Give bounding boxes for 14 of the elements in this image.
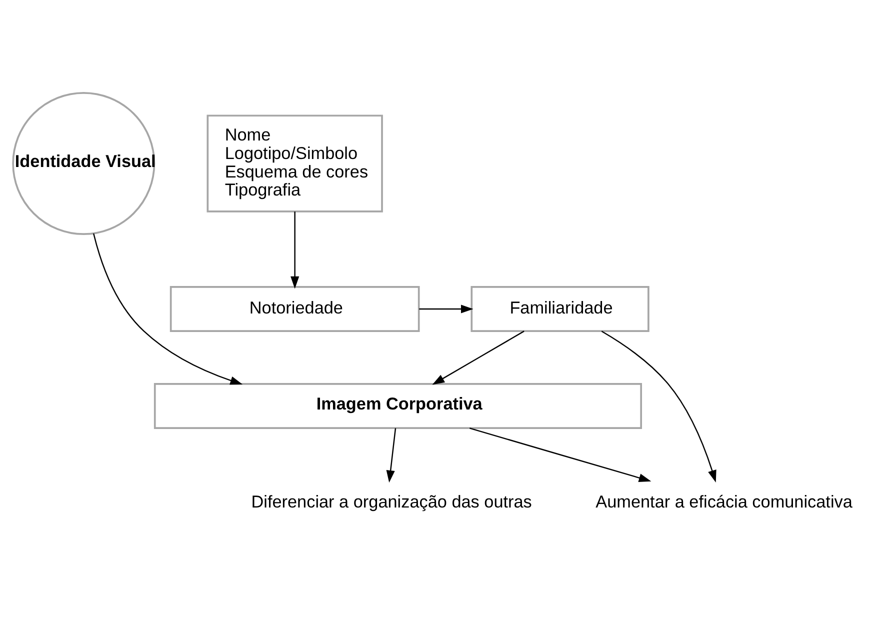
node-box: Nome Logotipo/Simbolo Esquema de cores Tipografia bbox=[206, 114, 383, 212]
arrow bbox=[469, 428, 652, 482]
node-box: Familiaridade bbox=[470, 286, 650, 332]
node-circle: Identidade Visual bbox=[12, 92, 156, 236]
node-text: Aumentar a eficácia comunicativa bbox=[596, 492, 852, 512]
arrow bbox=[601, 330, 716, 482]
arrow bbox=[386, 428, 396, 483]
node-box: Notoriedade bbox=[170, 286, 420, 332]
arrow bbox=[290, 212, 300, 289]
arrow bbox=[419, 304, 474, 314]
node-text: Diferenciar a organização das outras bbox=[251, 492, 532, 512]
arrow bbox=[92, 233, 243, 385]
node-box: Imagem Corporativa bbox=[154, 382, 642, 430]
arrow bbox=[432, 330, 524, 385]
